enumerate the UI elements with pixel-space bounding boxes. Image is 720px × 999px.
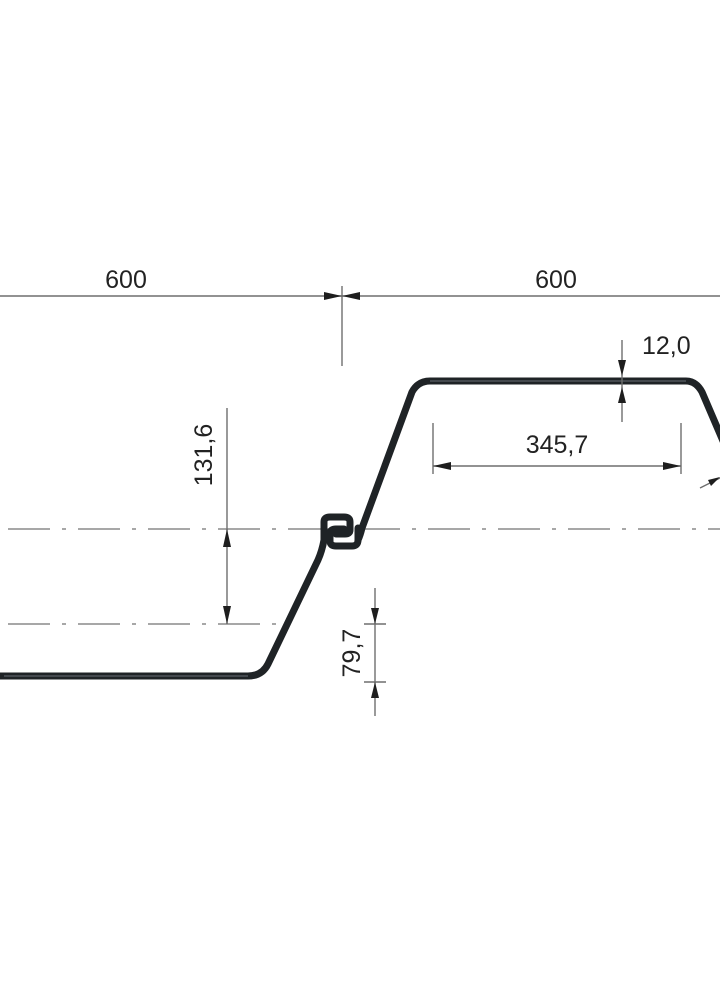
height-upper-label: 131,6 (190, 424, 218, 487)
height-upper-dimension: 131,6 (190, 408, 231, 624)
thickness-label: 12,0 (642, 332, 691, 360)
flange-width-label: 345,7 (526, 431, 589, 459)
width-dimension: 600 600 (0, 266, 720, 366)
thickness-dimension: 12,0 (618, 332, 691, 422)
flange-width-dimension: 345,7 (432, 423, 720, 489)
width-right-label: 600 (535, 266, 577, 294)
height-lower-label: 79,7 (338, 629, 366, 678)
width-left-label: 600 (105, 266, 147, 294)
sheet-pile-profile (0, 377, 720, 680)
axis-lines (8, 528, 720, 625)
height-lower-dimension: 79,7 (338, 588, 386, 716)
